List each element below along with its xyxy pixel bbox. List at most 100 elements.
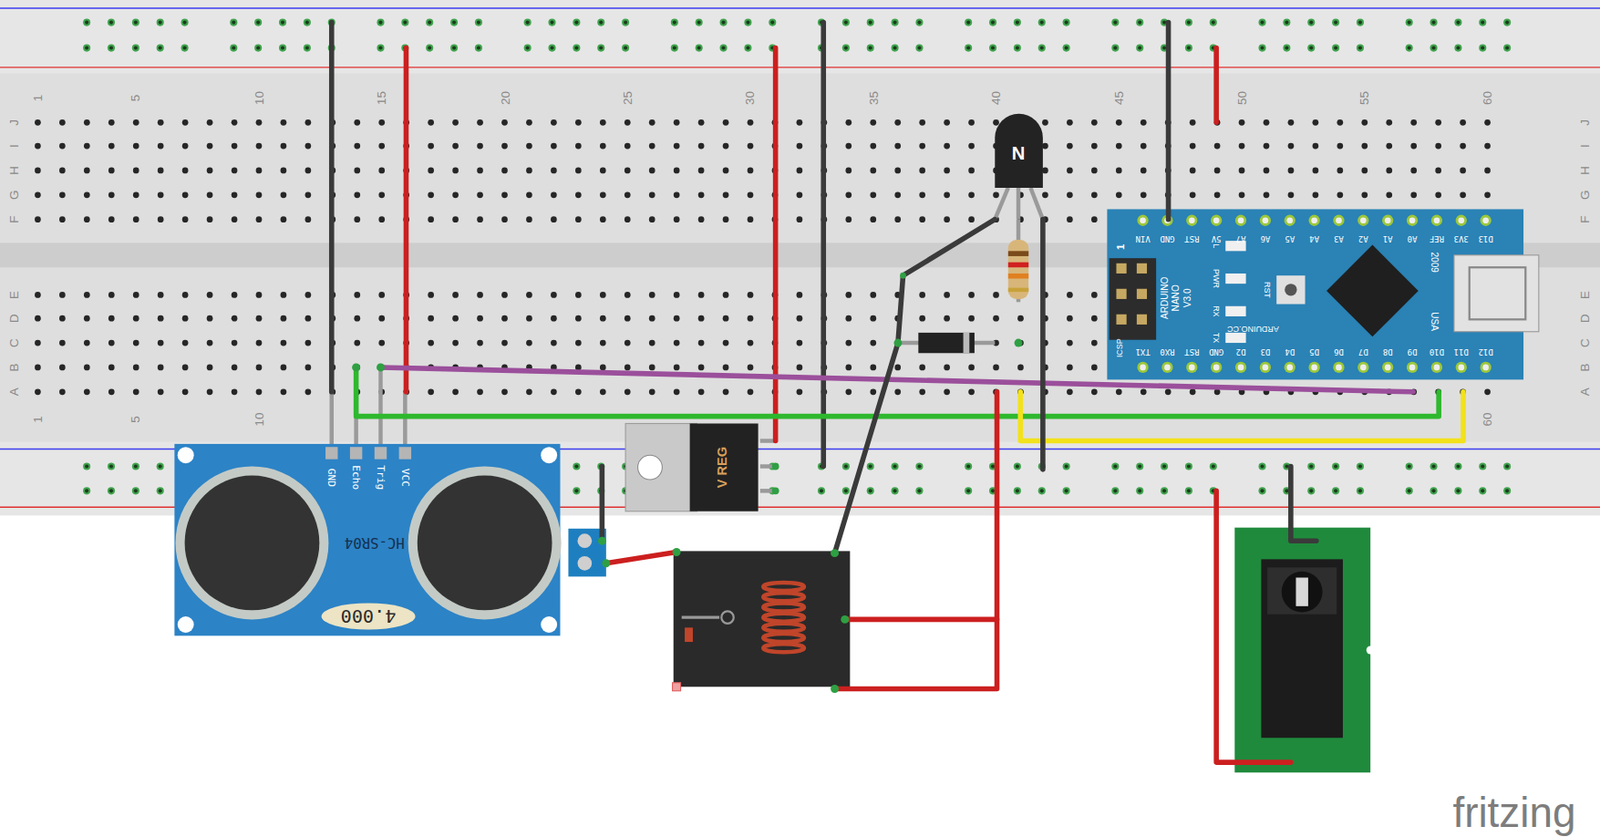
breadboard-hole xyxy=(476,167,484,175)
breadboard-hole xyxy=(1091,119,1098,126)
breadboard-hole xyxy=(796,191,804,198)
led-label: PWR xyxy=(1211,268,1220,289)
breadboard-hole xyxy=(34,191,42,198)
header-pin-center xyxy=(1188,216,1196,224)
rail-hole-center xyxy=(452,20,456,25)
rail-hole-center xyxy=(1113,488,1117,493)
breadboard-hole xyxy=(845,119,852,126)
rail-hole-center xyxy=(476,46,481,51)
header-pin xyxy=(1382,361,1394,373)
rail-hole-center xyxy=(917,464,921,468)
breadboard-hole xyxy=(1189,167,1197,175)
row-letter: I xyxy=(1578,144,1590,148)
breadboard-hole xyxy=(1017,364,1024,372)
rail-hole xyxy=(1185,462,1193,470)
breadboard-hole xyxy=(1336,167,1343,175)
breadboard-hole xyxy=(526,167,533,175)
rail-hole-center xyxy=(1015,20,1020,25)
breadboard-hole xyxy=(1288,167,1295,175)
rail-hole-center xyxy=(1480,20,1485,25)
rail-hole xyxy=(842,44,850,52)
breadboard-hole xyxy=(305,119,312,126)
rail-hole-center xyxy=(990,464,995,468)
breadboard-hole xyxy=(649,191,656,198)
transistor-symbol xyxy=(994,113,1043,188)
regulator-label: V REG xyxy=(715,446,730,488)
pin-name: D3 xyxy=(1259,347,1270,356)
breadboard-hole xyxy=(231,143,238,150)
breadboard-hole xyxy=(1140,191,1147,198)
breadboard-hole xyxy=(796,167,804,175)
pin-name: RST xyxy=(1184,347,1199,356)
header-pin xyxy=(1406,361,1418,373)
breadboard-hole xyxy=(845,143,852,150)
breadboard-hole xyxy=(894,364,901,372)
pin-name: A7 xyxy=(1236,233,1247,242)
rail-hole-center xyxy=(158,488,163,493)
row-letter: F xyxy=(1578,216,1590,224)
rail-hole-center xyxy=(1358,46,1363,51)
breadboard-hole xyxy=(845,291,852,299)
pin-name: D5 xyxy=(1309,347,1320,356)
breadboard-hole xyxy=(280,167,288,175)
breadboard-hole xyxy=(943,291,950,299)
breadboard-hole xyxy=(59,315,66,322)
breadboard-hole xyxy=(918,216,926,223)
breadboard-hole xyxy=(796,388,804,395)
breadboard-hole xyxy=(747,291,754,299)
breadboard-hole xyxy=(526,388,533,395)
breadboard-hole xyxy=(918,119,926,126)
rail-hole-center xyxy=(1015,464,1020,468)
rail-hole-center xyxy=(1333,488,1338,493)
header-pin xyxy=(1479,361,1491,373)
breadboard-hole xyxy=(476,119,484,126)
header-pin-center xyxy=(1188,364,1196,372)
rail-hole-center xyxy=(1064,464,1069,468)
rail-hole xyxy=(1331,462,1340,470)
rail-hole xyxy=(1307,19,1315,27)
rail-hole-center xyxy=(1162,20,1167,25)
breadboard-hole xyxy=(83,364,91,372)
pin-name: D9 xyxy=(1407,347,1418,356)
rail-hole-center xyxy=(1162,464,1167,468)
breadboard-hole xyxy=(747,191,754,198)
rail-hole xyxy=(720,19,728,27)
rail-hole xyxy=(107,44,115,52)
breadboard-hole xyxy=(83,340,91,347)
breadboard-hole xyxy=(722,291,730,299)
breadboard-hole xyxy=(1140,388,1147,395)
breadboard-hole xyxy=(108,143,115,150)
breadboard-hole xyxy=(256,143,263,150)
breadboard-hole xyxy=(231,388,238,395)
rail-hole-center xyxy=(526,20,530,25)
rail-hole-center xyxy=(231,46,236,51)
breadboard-hole xyxy=(280,143,288,150)
breadboard-hole xyxy=(305,315,312,322)
rail-hole xyxy=(181,44,189,52)
breadboard-hole xyxy=(59,119,66,126)
rail-hole xyxy=(964,486,972,495)
rail-hole xyxy=(1307,462,1315,470)
rail-hole-center xyxy=(1113,46,1117,51)
breadboard-hole xyxy=(231,216,238,223)
rail-hole-center xyxy=(1260,46,1265,51)
rail-hole xyxy=(867,44,875,52)
pin-name: D12 xyxy=(1478,347,1494,356)
breadboard-hole xyxy=(968,119,975,126)
breadboard-hole xyxy=(1361,143,1368,150)
breadboard-hole xyxy=(992,191,1000,198)
pin-name: VIN xyxy=(1135,233,1150,242)
breadboard-hole xyxy=(624,315,631,322)
breadboard-hole xyxy=(526,119,533,126)
breadboard-hole xyxy=(231,167,238,175)
breadboard-hole xyxy=(34,167,42,175)
pin-name: A4 xyxy=(1309,233,1320,242)
rail-hole xyxy=(891,462,899,470)
rail-hole xyxy=(132,44,140,52)
breadboard-hole xyxy=(747,364,754,372)
breadboard-hole xyxy=(1484,388,1491,395)
breadboard-hole xyxy=(108,364,115,372)
pin-name: Trig xyxy=(375,464,386,490)
rail-hole-center xyxy=(1455,20,1460,25)
rail-hole xyxy=(132,19,140,27)
